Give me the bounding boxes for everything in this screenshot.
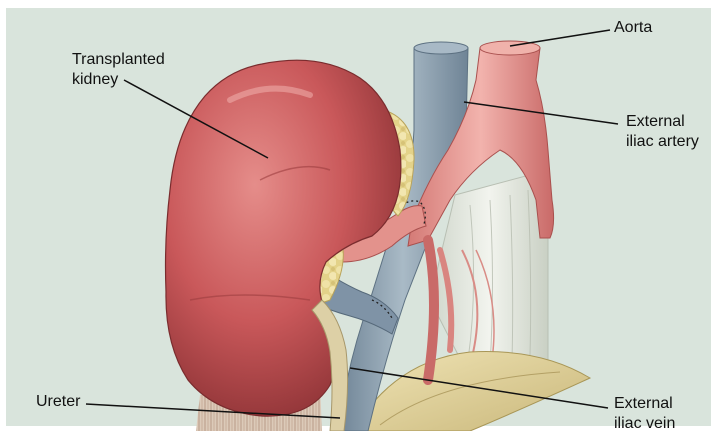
- label-external-iliac-vein-line-2: iliac vein: [614, 414, 675, 431]
- label-transplanted-kidney-line-1: Transplanted: [72, 50, 165, 70]
- label-aorta-line-1: Aorta: [614, 18, 652, 38]
- label-external-iliac-artery-line-2: iliac artery: [626, 132, 699, 152]
- label-external-iliac-artery: External iliac artery: [626, 112, 699, 152]
- label-external-iliac-vein: External iliac vein: [614, 394, 675, 431]
- label-ureter-line-1: Ureter: [36, 392, 80, 412]
- label-external-iliac-vein-line-1: External: [614, 394, 675, 414]
- label-aorta: Aorta: [614, 18, 652, 38]
- label-transplanted-kidney: Transplanted kidney: [72, 50, 165, 90]
- label-external-iliac-artery-line-1: External: [626, 112, 699, 132]
- label-transplanted-kidney-line-2: kidney: [72, 70, 165, 90]
- label-ureter: Ureter: [36, 392, 80, 412]
